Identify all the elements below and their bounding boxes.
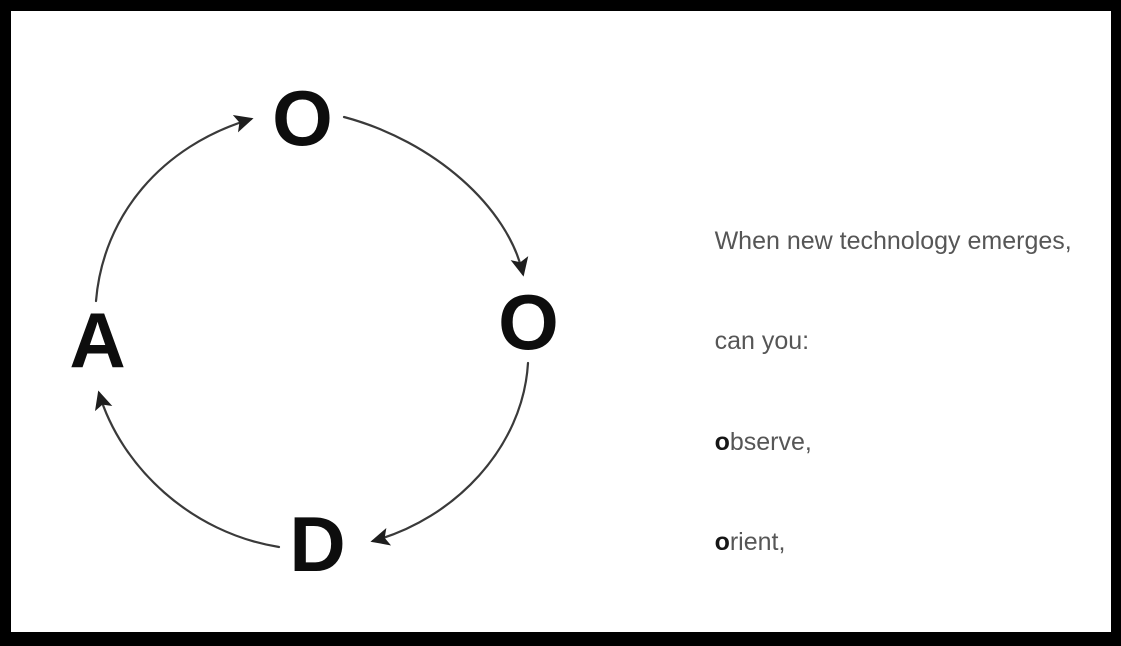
edge-decide-to-act	[95, 390, 281, 549]
caption-lead-letter: d	[715, 629, 730, 633]
slide-canvas: O O D A When new technology emerges, can…	[11, 11, 1111, 632]
caption-line-rest: ecide and,	[730, 629, 845, 633]
caption-line: decide and,	[659, 593, 1089, 633]
edge-orient-to-decide	[370, 361, 530, 546]
caption-text-block: When new technology emerges, can you: ob…	[659, 191, 1089, 633]
ooda-loop-arcs	[94, 115, 530, 549]
node-decide-label: D	[289, 500, 345, 588]
caption-line-rest: rient,	[729, 528, 786, 556]
node-observe-label: O	[272, 74, 333, 162]
node-orient-label: O	[498, 278, 559, 366]
caption-line: When new technology emerges,	[659, 191, 1089, 292]
caption-line-rest: bserve,	[729, 427, 812, 456]
edge-observe-to-orient	[342, 115, 529, 277]
caption-line-rest: can you:	[714, 327, 810, 355]
node-act-label: A	[69, 296, 125, 384]
edge-act-to-observe	[94, 115, 254, 303]
caption-line: orient,	[659, 493, 1089, 594]
caption-line-rest: When new technology emerges,	[714, 226, 1072, 255]
caption-line: can you:	[659, 292, 1089, 393]
ooda-loop-diagram: O O D A	[11, 11, 611, 632]
caption-lead-letter: o	[714, 528, 730, 556]
caption-line: observe,	[659, 392, 1089, 493]
caption-lead-letter: o	[714, 427, 730, 456]
